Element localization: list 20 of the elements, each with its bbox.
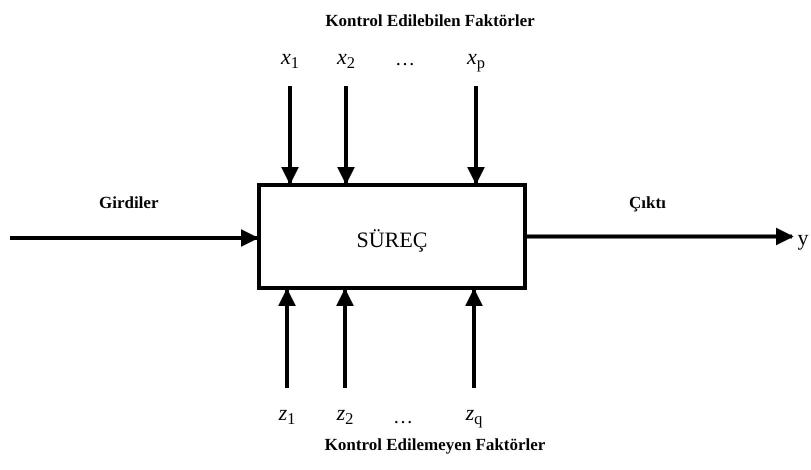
group-heading: Kontrol Edilemeyen Faktörler (324, 434, 546, 456)
variable-label: x$_{2}$ (332, 42, 360, 72)
variable-label: z$_{q}$ (459, 398, 489, 428)
arrow (467, 86, 485, 185)
variable-label: z$_{1}$ (273, 398, 301, 428)
arrow (336, 288, 354, 388)
arrow (281, 86, 299, 185)
arrow (527, 228, 794, 246)
variable-label: y (796, 225, 810, 251)
arrow (465, 288, 483, 388)
ellipsis-label: … (392, 405, 414, 430)
variable-label: x$_{1}$ (276, 42, 304, 72)
arrow (10, 229, 259, 247)
ellipsis-label: … (394, 47, 416, 72)
variable-label: x$_{p}$ (461, 42, 491, 72)
arrow (278, 288, 296, 388)
group-heading: Kontrol Edilebilen Faktörler (324, 10, 536, 32)
process-box: SÜREÇ (257, 183, 527, 290)
arrow (337, 86, 355, 185)
variable-label: z$_{2}$ (331, 398, 359, 428)
